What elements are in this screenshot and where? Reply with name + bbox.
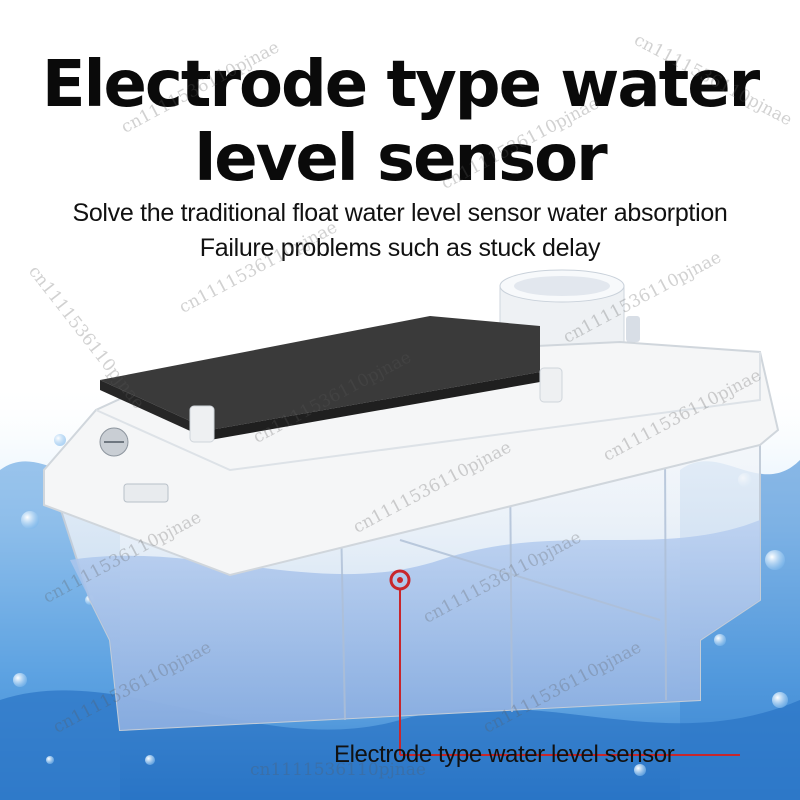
headline-line-2: level sensor (194, 122, 607, 196)
subtitle-line-2: Failure problems such as stuck delay (199, 234, 601, 262)
electrode-callout (389, 569, 740, 756)
headline: Electrode type water level sensor (0, 48, 800, 196)
mounting-posts (99, 367, 563, 503)
electrode-sensor-label: Electrode type water level sensor (334, 741, 675, 768)
subtitle-line-1: Solve the traditional float water level … (72, 199, 728, 227)
filter-lid (100, 316, 540, 440)
headline-line-1: Electrode type water (41, 48, 760, 122)
subtitle: Solve the traditional float water level … (0, 196, 800, 266)
